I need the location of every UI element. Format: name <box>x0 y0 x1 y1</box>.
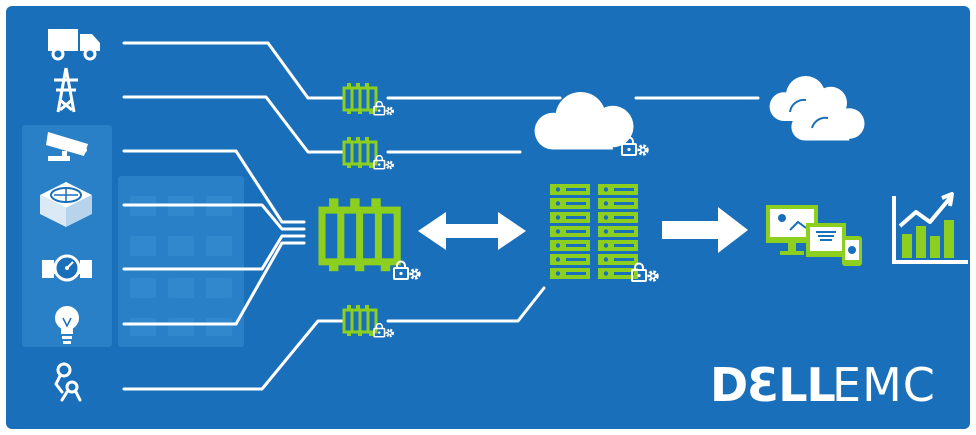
server-slot <box>614 230 634 233</box>
server-slot <box>566 188 586 191</box>
server-led <box>603 187 609 192</box>
server-slot <box>566 230 586 233</box>
server-rack-icon <box>550 184 659 283</box>
security-camera-icon <box>46 132 88 161</box>
server-led <box>555 201 561 206</box>
svg-text:DƐLL: DƐLL <box>710 358 836 412</box>
power-tower-icon <box>54 67 78 113</box>
devices-icon <box>766 205 862 266</box>
server-led <box>603 243 609 248</box>
server-slot <box>566 244 586 247</box>
server-led <box>555 271 561 276</box>
svg-text:EMC: EMC <box>832 358 936 412</box>
light-bulb-icon <box>55 306 79 344</box>
server-slot <box>614 244 634 247</box>
server-slot <box>614 258 634 261</box>
server-led <box>555 187 561 192</box>
server-slot <box>566 258 586 261</box>
server-slot <box>566 216 586 219</box>
cooling-unit-icon <box>40 182 92 227</box>
server-led <box>555 215 561 220</box>
diagram-background <box>6 6 970 429</box>
pressure-gauge-icon <box>42 254 92 282</box>
dell-emc-logo: DƐLL EMC <box>710 358 936 412</box>
server-led <box>555 257 561 262</box>
server-led <box>603 257 609 262</box>
server-led <box>555 229 561 234</box>
connection-lines <box>122 41 760 391</box>
truck-icon <box>48 29 100 61</box>
bidirectional-arrow-icon <box>418 212 526 250</box>
server-led <box>555 243 561 248</box>
analytics-chart-icon <box>892 192 968 264</box>
server-slot <box>614 188 634 191</box>
server-slot <box>614 272 634 275</box>
server-slot <box>566 272 586 275</box>
robot-arm-icon <box>54 362 82 402</box>
server-led <box>603 229 609 234</box>
server-slot <box>614 216 634 219</box>
server-led <box>603 271 609 276</box>
right-arrow-icon <box>662 207 748 253</box>
server-led <box>603 215 609 220</box>
server-led <box>603 201 609 206</box>
server-slot <box>566 202 586 205</box>
server-slot <box>614 202 634 205</box>
